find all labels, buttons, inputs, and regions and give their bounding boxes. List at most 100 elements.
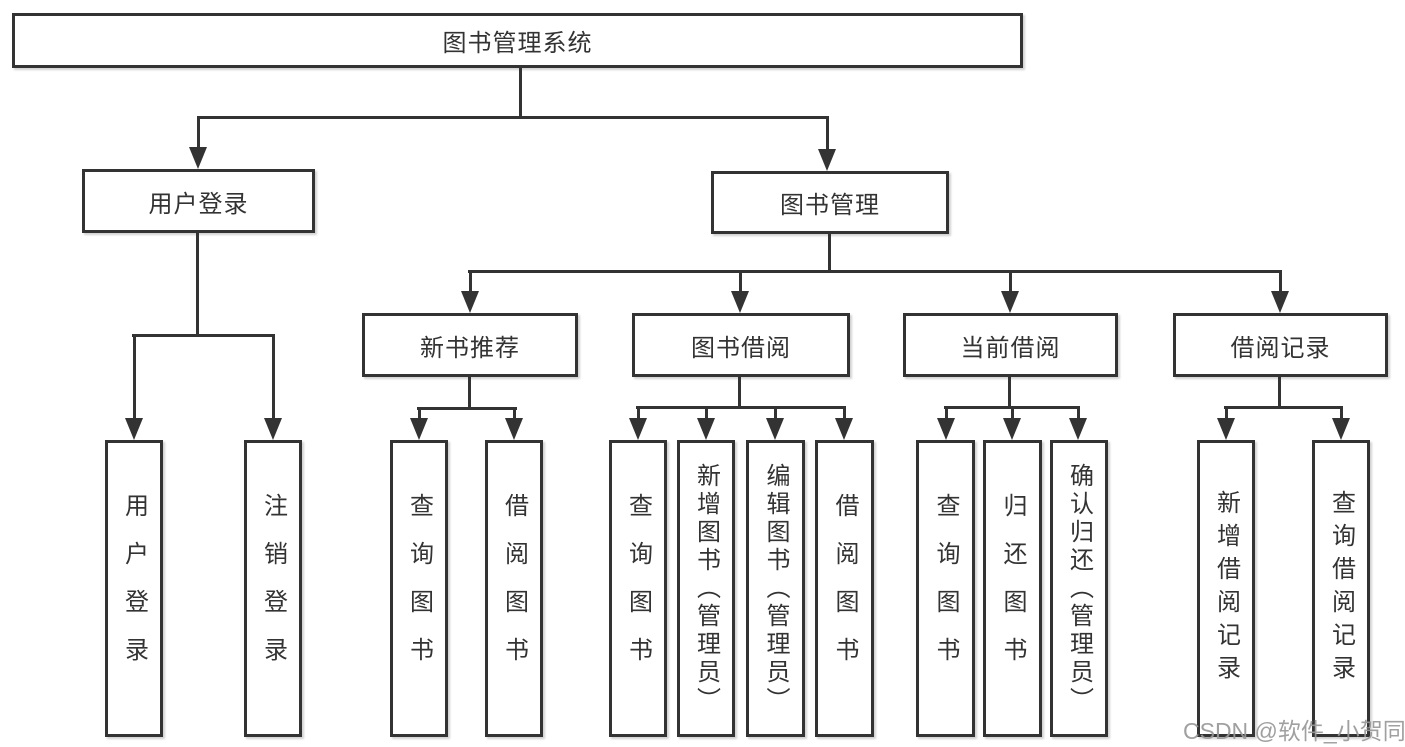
connector-arrow <box>264 336 282 440</box>
connector-line <box>132 334 275 337</box>
leaf-borrow-books: 借阅图书 <box>815 440 874 737</box>
connector-line <box>1008 377 1011 408</box>
connector-line <box>1278 272 1282 291</box>
arrow-down-icon <box>1001 291 1019 313</box>
connector-arrow <box>1003 408 1021 440</box>
node-book-management: 图书管理 <box>711 171 949 234</box>
node-current-borrow: 当前借阅 <box>903 313 1118 377</box>
connector-line <box>944 408 948 418</box>
connector-line <box>1224 406 1343 409</box>
node-label: 借阅图书 <box>831 492 858 685</box>
node-label: 查询图书 <box>624 492 652 685</box>
connector-line <box>132 336 136 418</box>
leaf-query-books-borrow: 查询图书 <box>609 440 667 737</box>
connector-arrow <box>766 408 784 440</box>
node-label: 查询借阅记录 <box>1327 489 1355 688</box>
connector-arrow <box>629 408 647 440</box>
node-label: 借阅记录 <box>1230 334 1331 362</box>
arrow-down-icon <box>1003 418 1021 440</box>
connector-line <box>842 408 846 418</box>
arrow-down-icon <box>766 418 784 440</box>
leaf-edit-book-admin: 编辑图书（管理员） <box>746 440 805 737</box>
arrow-down-icon <box>937 418 955 440</box>
connector-line <box>828 234 831 272</box>
connector-line <box>196 118 200 147</box>
arrow-down-icon <box>1271 291 1289 313</box>
arrow-down-icon <box>189 147 207 169</box>
connector-arrow <box>1332 408 1350 440</box>
node-label: 查询图书 <box>932 492 959 685</box>
node-label: 归还图书 <box>999 492 1026 685</box>
arrow-down-icon <box>1069 418 1087 440</box>
connector-line <box>1224 408 1228 418</box>
connector-line <box>196 233 199 336</box>
connector-arrow <box>410 409 428 440</box>
node-label: 注销登录 <box>259 492 287 685</box>
arrow-down-icon <box>125 418 143 440</box>
node-label: 图书借阅 <box>691 334 791 362</box>
connector-arrow <box>461 272 479 313</box>
connector-line <box>1076 408 1080 418</box>
arrow-down-icon <box>264 418 282 440</box>
arrow-down-icon <box>1217 418 1235 440</box>
node-new-book-recommend: 新书推荐 <box>362 313 578 377</box>
connector-line <box>738 377 741 408</box>
connector-line <box>512 409 516 418</box>
arrow-down-icon <box>731 291 749 313</box>
leaf-confirm-return-admin: 确认归还（管理员） <box>1050 440 1108 737</box>
node-label: 图书管理 <box>780 192 880 219</box>
node-borrow-records: 借阅记录 <box>1173 313 1388 377</box>
arrow-down-icon <box>629 418 647 440</box>
connector-arrow <box>731 272 749 313</box>
leaf-query-books-recommend: 查询图书 <box>390 440 448 737</box>
watermark: CSDN @软件_小贺同学 <box>1183 718 1405 744</box>
connector-line <box>468 377 471 409</box>
node-label: 新书推荐 <box>420 334 520 362</box>
leaf-query-borrow-record: 查询借阅记录 <box>1312 440 1370 737</box>
connector-arrow <box>1271 272 1289 313</box>
connector-line <box>197 116 829 119</box>
connector-line <box>468 270 1282 273</box>
leaf-add-borrow-record: 新增借阅记录 <box>1197 440 1255 737</box>
connector-arrow <box>1217 408 1235 440</box>
leaf-query-books-current: 查询图书 <box>916 440 975 737</box>
leaf-logout: 注销登录 <box>244 440 302 737</box>
connector-line <box>825 118 829 149</box>
connector-line <box>519 66 522 118</box>
arrow-down-icon <box>1332 418 1350 440</box>
node-label: 图书管理系统 <box>442 30 593 57</box>
leaf-return-book: 归还图书 <box>983 440 1042 737</box>
leaf-add-book-admin: 新增图书（管理员） <box>677 440 735 737</box>
connector-line <box>1339 408 1343 418</box>
arrow-down-icon <box>818 149 836 171</box>
node-label: 确认归还（管理员） <box>1065 462 1093 715</box>
connector-line <box>417 407 517 410</box>
node-label: 当前借阅 <box>960 334 1061 362</box>
arrow-down-icon <box>410 418 428 440</box>
node-label: 新增借阅记录 <box>1212 489 1240 688</box>
node-label: 新增图书（管理员） <box>692 462 720 715</box>
arrow-down-icon <box>505 418 523 440</box>
connector-line <box>636 408 640 418</box>
node-book-borrow: 图书借阅 <box>632 313 850 377</box>
connector-arrow <box>697 408 715 440</box>
node-label: 借阅图书 <box>500 492 528 685</box>
arrow-down-icon <box>697 418 715 440</box>
node-label: 用户登录 <box>120 492 148 685</box>
connector-line <box>1010 408 1014 418</box>
node-root: 图书管理系统 <box>12 13 1023 68</box>
connector-line <box>738 272 742 291</box>
connector-line <box>944 406 1080 409</box>
connector-arrow <box>1069 408 1087 440</box>
connector-arrow <box>835 408 853 440</box>
connector-arrow <box>818 118 836 171</box>
connector-line <box>773 408 777 418</box>
connector-line <box>468 272 472 291</box>
leaf-borrow-books-recommend: 借阅图书 <box>485 440 543 737</box>
connector-arrow <box>1001 272 1019 313</box>
connector-line <box>271 336 275 418</box>
connector-line <box>1278 377 1281 408</box>
connector-line <box>704 408 708 418</box>
node-label: 编辑图书（管理员） <box>762 462 789 715</box>
